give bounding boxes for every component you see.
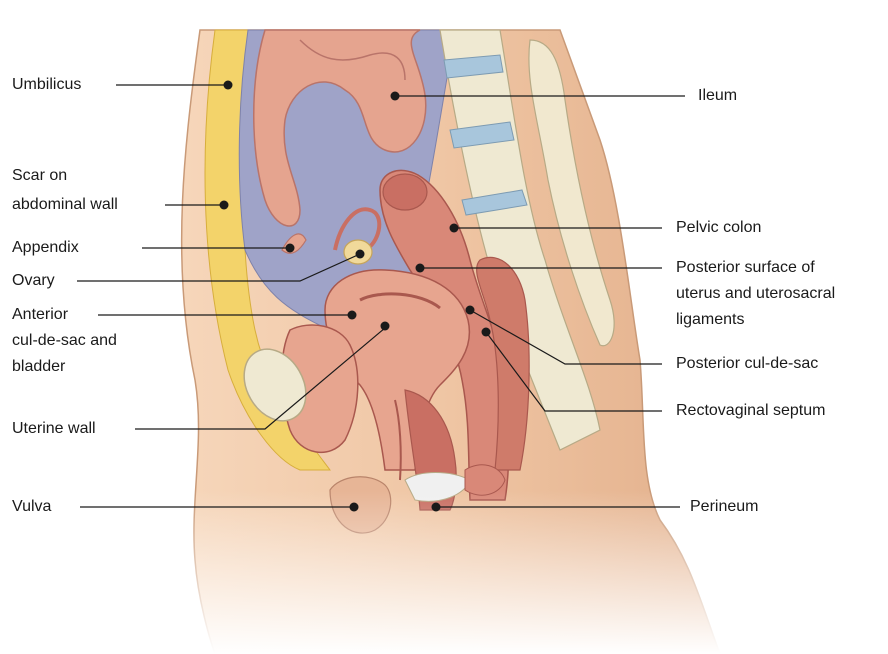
label-ileum: Ileum [698,86,737,106]
label-rectovaginal-septum: Rectovaginal septum [676,401,825,421]
label-posterior-surface-line1: Posterior surface of [676,258,815,278]
label-ovary: Ovary [12,271,55,291]
label-anterior-line3: bladder [12,357,65,377]
dot-perineum [432,503,441,512]
dot-appendix [286,244,295,253]
label-appendix: Appendix [12,238,79,258]
label-posterior-cul-de-sac: Posterior cul-de-sac [676,354,818,374]
label-anterior-line2: cul-de-sac and [12,331,117,351]
label-perineum: Perineum [690,497,758,517]
label-pelvic-colon: Pelvic colon [676,218,761,238]
dot-uterine-wall [381,322,390,331]
label-scar-line1: Scar on [12,166,67,186]
dot-umbilicus [224,81,233,90]
label-uterine-wall: Uterine wall [12,419,96,439]
dot-scar [220,201,229,210]
dot-ovary [356,250,365,259]
dot-rectovaginal [482,328,491,337]
label-posterior-surface-line3: ligaments [676,310,744,330]
dot-vulva [350,503,359,512]
dot-posterior-cul-de-sac [466,306,475,315]
label-vulva: Vulva [12,497,51,517]
dot-anterior [348,311,357,320]
dot-ileum [391,92,400,101]
label-scar-line2: abdominal wall [12,195,118,215]
label-umbilicus: Umbilicus [12,75,81,95]
label-anterior-line1: Anterior [12,305,68,325]
label-posterior-surface-line2: uterus and uterosacral [676,284,835,304]
dot-posterior-surface [416,264,425,273]
dot-pelvic-colon [450,224,459,233]
